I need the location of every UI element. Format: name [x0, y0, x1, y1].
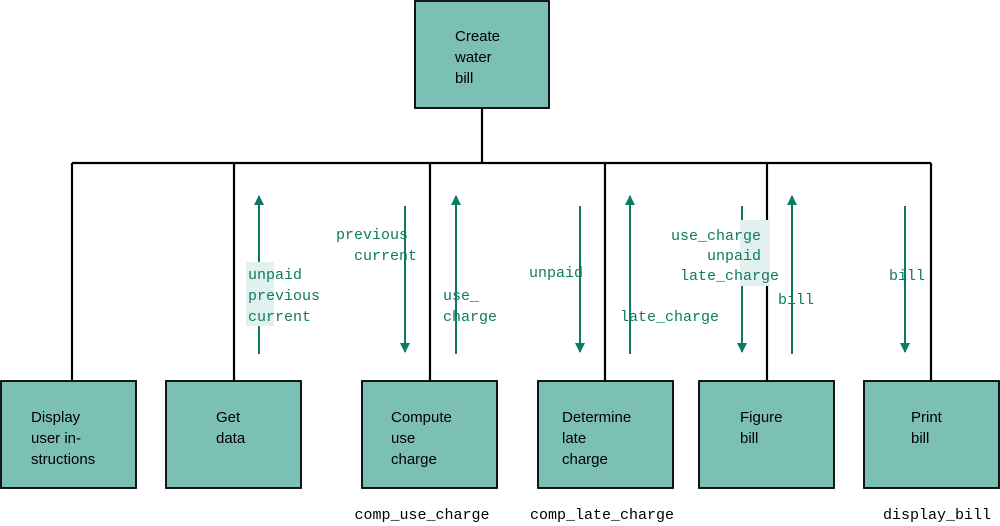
module-display-instructions: Display user in- structions: [0, 380, 137, 489]
module-label: Compute use charge: [391, 409, 456, 468]
flow-label-compute-in: previous current: [336, 227, 417, 265]
flow-label-compute-out: use_ charge: [443, 288, 497, 326]
function-name-print-bill: display_bill: [883, 507, 991, 524]
connectors: [70, 108, 933, 381]
flow-label-highlight: [246, 262, 274, 326]
flow-label-print-in: bill: [889, 268, 925, 285]
module-label: Print bill: [911, 409, 946, 447]
flow-label-highlight: [740, 220, 770, 286]
module-print-bill: Print bill: [863, 380, 1000, 489]
root-label: Create water bill: [454, 28, 504, 87]
flow-label-figure-in: use_charge unpaid late_charge: [671, 228, 779, 285]
module-label: Figure bill: [740, 409, 787, 447]
flow-label-late-out: late_charge: [620, 309, 719, 326]
flow-label-figure-out: bill: [778, 292, 814, 309]
function-name-compute-use-charge: comp_use_charge: [354, 507, 489, 524]
module-determine-late-charge: Determine late charge: [537, 380, 674, 489]
function-name-determine-late-charge: comp_late_charge: [530, 507, 674, 524]
module-get-data: Get data: [165, 380, 302, 489]
module-figure-bill: Figure bill: [698, 380, 835, 489]
module-label: Get data: [216, 409, 246, 447]
flow-label-get-data-out: unpaid previous current: [248, 267, 329, 326]
root-module-box: Create water bill: [414, 0, 550, 109]
data-flows: unpaid previous current previous current…: [246, 195, 925, 354]
flow-label-late-in: unpaid: [529, 265, 583, 282]
module-label: Display user in- structions: [31, 409, 95, 468]
module-label: Determine late charge: [562, 409, 635, 468]
module-compute-use-charge: Compute use charge: [361, 380, 498, 489]
